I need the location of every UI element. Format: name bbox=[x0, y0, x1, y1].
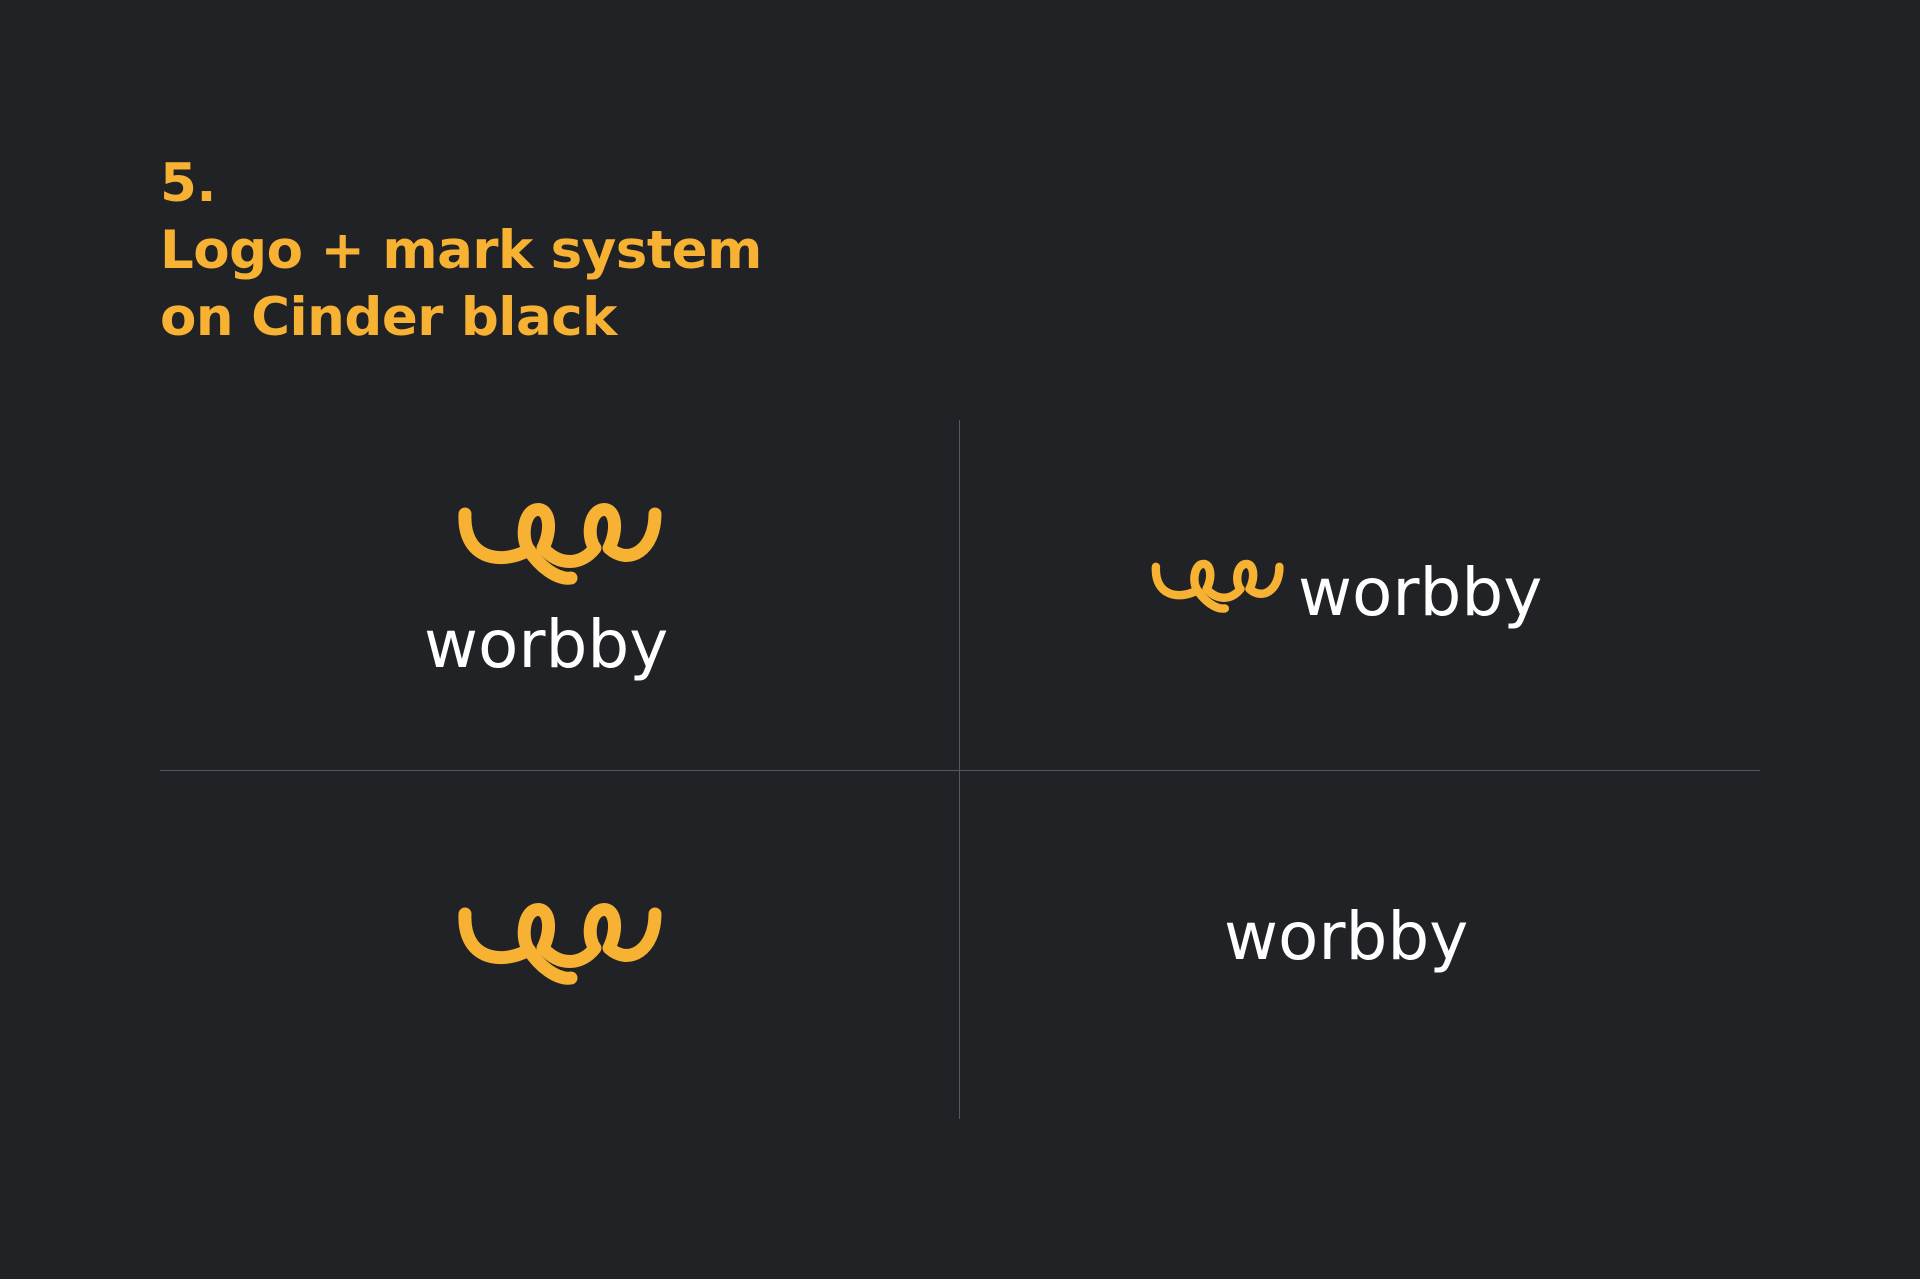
section-title-line-2: on Cinder black bbox=[160, 287, 617, 348]
worbby-wordmark: worbby bbox=[1298, 554, 1543, 631]
section-number: 5. bbox=[160, 153, 217, 214]
horizontal-divider bbox=[160, 770, 1760, 771]
section-title-line-1: Logo + mark system bbox=[160, 220, 762, 281]
vertical-divider bbox=[959, 420, 960, 1119]
worbby-wordmark: worbby bbox=[424, 606, 669, 683]
worbby-loop-mark-icon bbox=[1151, 557, 1284, 617]
section-heading: 5. Logo + mark system on Cinder black bbox=[160, 150, 762, 351]
worbby-loop-mark-icon bbox=[458, 500, 662, 590]
worbby-loop-mark-icon bbox=[458, 900, 662, 990]
worbby-wordmark: worbby bbox=[1224, 898, 1469, 975]
